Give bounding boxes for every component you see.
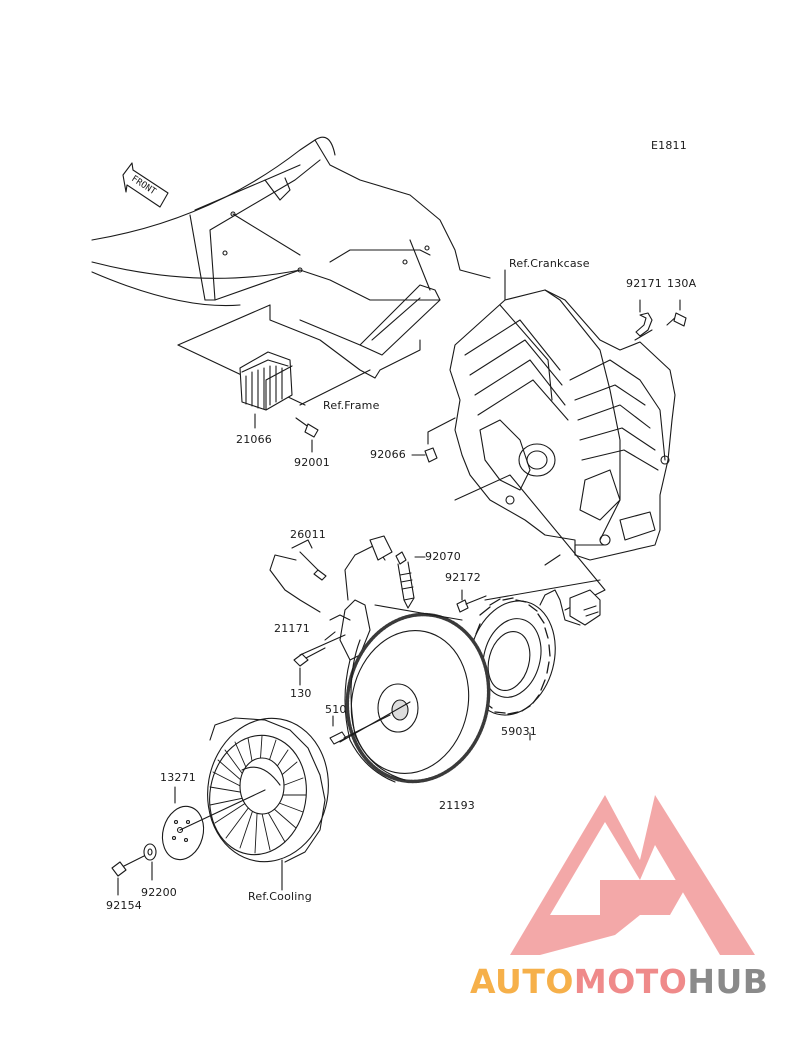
part-callout-130a[interactable]: 130A	[667, 277, 697, 290]
crankcase-assembly	[449, 289, 676, 566]
part-callout-21066[interactable]: 21066	[236, 433, 272, 446]
part-callout-92200[interactable]: 92200	[141, 886, 177, 899]
diagram-id: E1811	[651, 139, 687, 152]
ref-frame-label: Ref.Frame	[323, 399, 380, 412]
bolt-part-92172	[456, 595, 487, 613]
connector-icon	[569, 589, 601, 626]
spark-plug-part-92070	[395, 551, 415, 609]
ignition-coil-part-21171	[269, 535, 393, 661]
watermark-moto: MOTO	[573, 962, 688, 1001]
ref-crankcase-label: Ref.Crankcase	[509, 257, 590, 270]
part-callout-92171[interactable]: 92171	[626, 277, 662, 290]
wire-part-26011	[299, 551, 327, 581]
watermark-auto: AUTO	[470, 962, 574, 1001]
bolt-part-130a	[666, 312, 687, 327]
clip-part-92171	[635, 312, 653, 337]
frame-assembly	[91, 136, 491, 379]
flywheel-part-21193	[344, 612, 491, 784]
watermark-hub: HUB	[687, 962, 769, 1001]
bolt-part-130	[293, 647, 326, 667]
front-arrow-icon: FRONT	[122, 162, 169, 208]
bolt-part-92001	[295, 417, 319, 438]
part-callout-13271[interactable]: 13271	[160, 771, 196, 784]
bolt-part-92154	[111, 855, 145, 877]
part-callout-59031[interactable]: 59031	[501, 725, 537, 738]
part-callout-92066[interactable]: 92066	[370, 448, 406, 461]
part-callout-92172[interactable]: 92172	[445, 571, 481, 584]
nut-part-92066	[424, 417, 456, 463]
washer-part-92200	[143, 843, 157, 861]
part-callout-510[interactable]: 510	[325, 703, 347, 716]
part-callout-92154[interactable]: 92154	[106, 899, 142, 912]
part-callout-130[interactable]: 130	[290, 687, 312, 700]
part-callout-21171[interactable]: 21171	[274, 622, 310, 635]
part-callout-92001[interactable]: 92001	[294, 456, 330, 469]
cooling-fan-assembly	[207, 717, 329, 863]
part-callout-21193[interactable]: 21193	[439, 799, 475, 812]
watermark-logo-icon	[510, 795, 755, 955]
part-callout-92070[interactable]: 92070	[425, 550, 461, 563]
regulator-part-21066	[239, 351, 293, 411]
ref-cooling-label: Ref.Cooling	[248, 890, 312, 903]
plate-part-13271	[161, 805, 205, 861]
part-callout-26011[interactable]: 26011	[290, 528, 326, 541]
watermark-text: AUTOMOTOHUB	[470, 964, 768, 1000]
